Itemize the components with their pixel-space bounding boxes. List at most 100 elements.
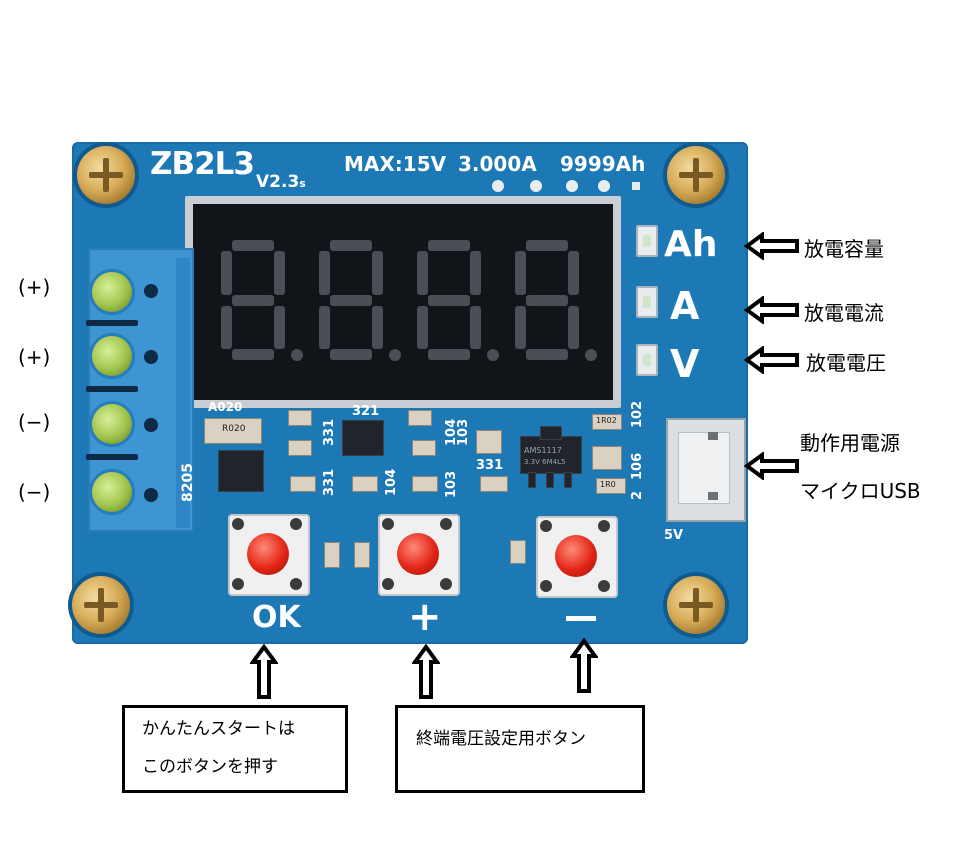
regulator-chip — [520, 436, 582, 474]
display-segment — [515, 305, 526, 349]
board-version: V2.3s — [256, 172, 306, 192]
unit-a-label: A — [670, 284, 700, 328]
shunt-resistor — [204, 418, 262, 444]
display-segment — [526, 294, 568, 306]
unit-ah-label: Ah — [664, 224, 718, 265]
indicator-label-ah: 放電容量 — [804, 237, 884, 261]
silk-2: 2 — [630, 490, 645, 500]
regulator-pin — [528, 472, 536, 488]
indicator-label-a: 放電電流 — [804, 301, 884, 325]
display-decimal-point — [389, 349, 401, 361]
screw-icon — [72, 576, 130, 634]
smd-resistor — [596, 478, 626, 494]
button-pin — [382, 518, 394, 530]
terminal-hole — [144, 284, 158, 298]
display-decimal-point — [585, 349, 597, 361]
display-digits — [193, 204, 613, 400]
display-segment — [526, 349, 568, 360]
terminal-label: (−) — [18, 410, 51, 434]
board-version-suffix: s — [299, 177, 306, 190]
button-pin — [290, 518, 302, 530]
display-segment — [232, 240, 274, 251]
display-segment — [274, 305, 285, 349]
terminal-label: (−) — [18, 480, 51, 504]
smd-resistor — [290, 476, 316, 492]
led-ah-indicator — [636, 225, 658, 257]
silk-ams-lot: 3.3V 6M4L5 — [524, 458, 566, 466]
silk-103-b: 103 — [444, 470, 459, 498]
display-segment — [428, 294, 470, 306]
display-segment — [417, 251, 428, 295]
display-segment — [526, 240, 568, 251]
ok-button-cap[interactable] — [247, 533, 289, 575]
solder-pad — [492, 180, 504, 192]
silk-104-a: 104 — [384, 468, 399, 496]
display-segment — [428, 349, 470, 360]
silk-102: 102 — [630, 400, 645, 428]
display-segment — [515, 251, 526, 295]
silk-331-c: 331 — [476, 458, 504, 473]
display-segment — [330, 349, 372, 360]
led-v-indicator — [636, 344, 658, 376]
terminal-hole — [144, 488, 158, 502]
screw-icon — [77, 146, 135, 204]
silk-103-a: 103 — [456, 418, 471, 446]
minus-silk-label — [566, 616, 596, 621]
terminal-label: (+) — [18, 345, 51, 369]
led-a-indicator — [636, 286, 658, 318]
arrow-up-icon — [250, 644, 278, 699]
smd-capacitor — [354, 542, 370, 568]
mosfet-chip-8205 — [218, 450, 264, 492]
solder-pad — [632, 182, 640, 190]
spec-max-voltage: MAX:15V — [344, 152, 447, 176]
silk-ams1117: AMS1117 — [524, 446, 562, 455]
regulator-tab — [540, 426, 562, 440]
arrow-left-icon — [744, 296, 799, 324]
display-segment — [330, 240, 372, 251]
indicator-label-v: 放電電圧 — [806, 351, 886, 375]
usb-label-line1: 動作用電源 — [800, 431, 900, 455]
display-segment — [372, 305, 383, 349]
smd-resistor — [288, 440, 312, 456]
terminal-screw-icon — [92, 336, 132, 376]
minus-button-cap[interactable] — [555, 535, 597, 577]
regulator-pin — [546, 472, 554, 488]
smd-capacitor — [510, 540, 526, 564]
smd-diode — [476, 430, 502, 454]
arrow-left-icon — [744, 346, 799, 374]
ok-callout-line2: このボタンを押す — [142, 757, 278, 777]
smd-capacitor — [408, 410, 432, 426]
smd-resistor — [480, 476, 508, 492]
smd-resistor — [288, 410, 312, 426]
display-segment — [232, 294, 274, 306]
smd-resistor — [352, 476, 378, 492]
terminal-divider — [86, 454, 138, 460]
silk-1r02: 1R02 — [596, 416, 617, 425]
micro-usb-tab — [708, 432, 718, 440]
display-segment — [232, 349, 274, 360]
board-model: ZB2L3 — [150, 146, 255, 182]
solder-pad — [530, 180, 542, 192]
smd-capacitor — [412, 440, 436, 456]
spec-max-current: 3.000A — [458, 152, 537, 176]
display-segment — [417, 305, 428, 349]
arrow-left-icon — [744, 452, 799, 480]
display-segment — [568, 251, 579, 295]
terminal-screw-icon — [92, 472, 132, 512]
display-segment — [221, 305, 232, 349]
micro-usb-shell — [678, 432, 730, 504]
display-segment — [330, 294, 372, 306]
display-segment — [428, 240, 470, 251]
ok-callout-line1: かんたんスタートは — [142, 719, 295, 739]
micro-usb-tab — [708, 492, 718, 500]
smd-capacitor — [412, 476, 438, 492]
plus-button-cap[interactable] — [397, 533, 439, 575]
solder-pad — [598, 180, 610, 192]
unit-v-label: V — [670, 342, 700, 386]
smd-resistor — [592, 414, 622, 430]
adjust-callout-box — [395, 705, 645, 793]
silk-r020: R020 — [222, 424, 246, 434]
button-pin — [382, 578, 394, 590]
usb-label-line2: マイクロUSB — [800, 479, 921, 503]
button-pin — [440, 578, 452, 590]
